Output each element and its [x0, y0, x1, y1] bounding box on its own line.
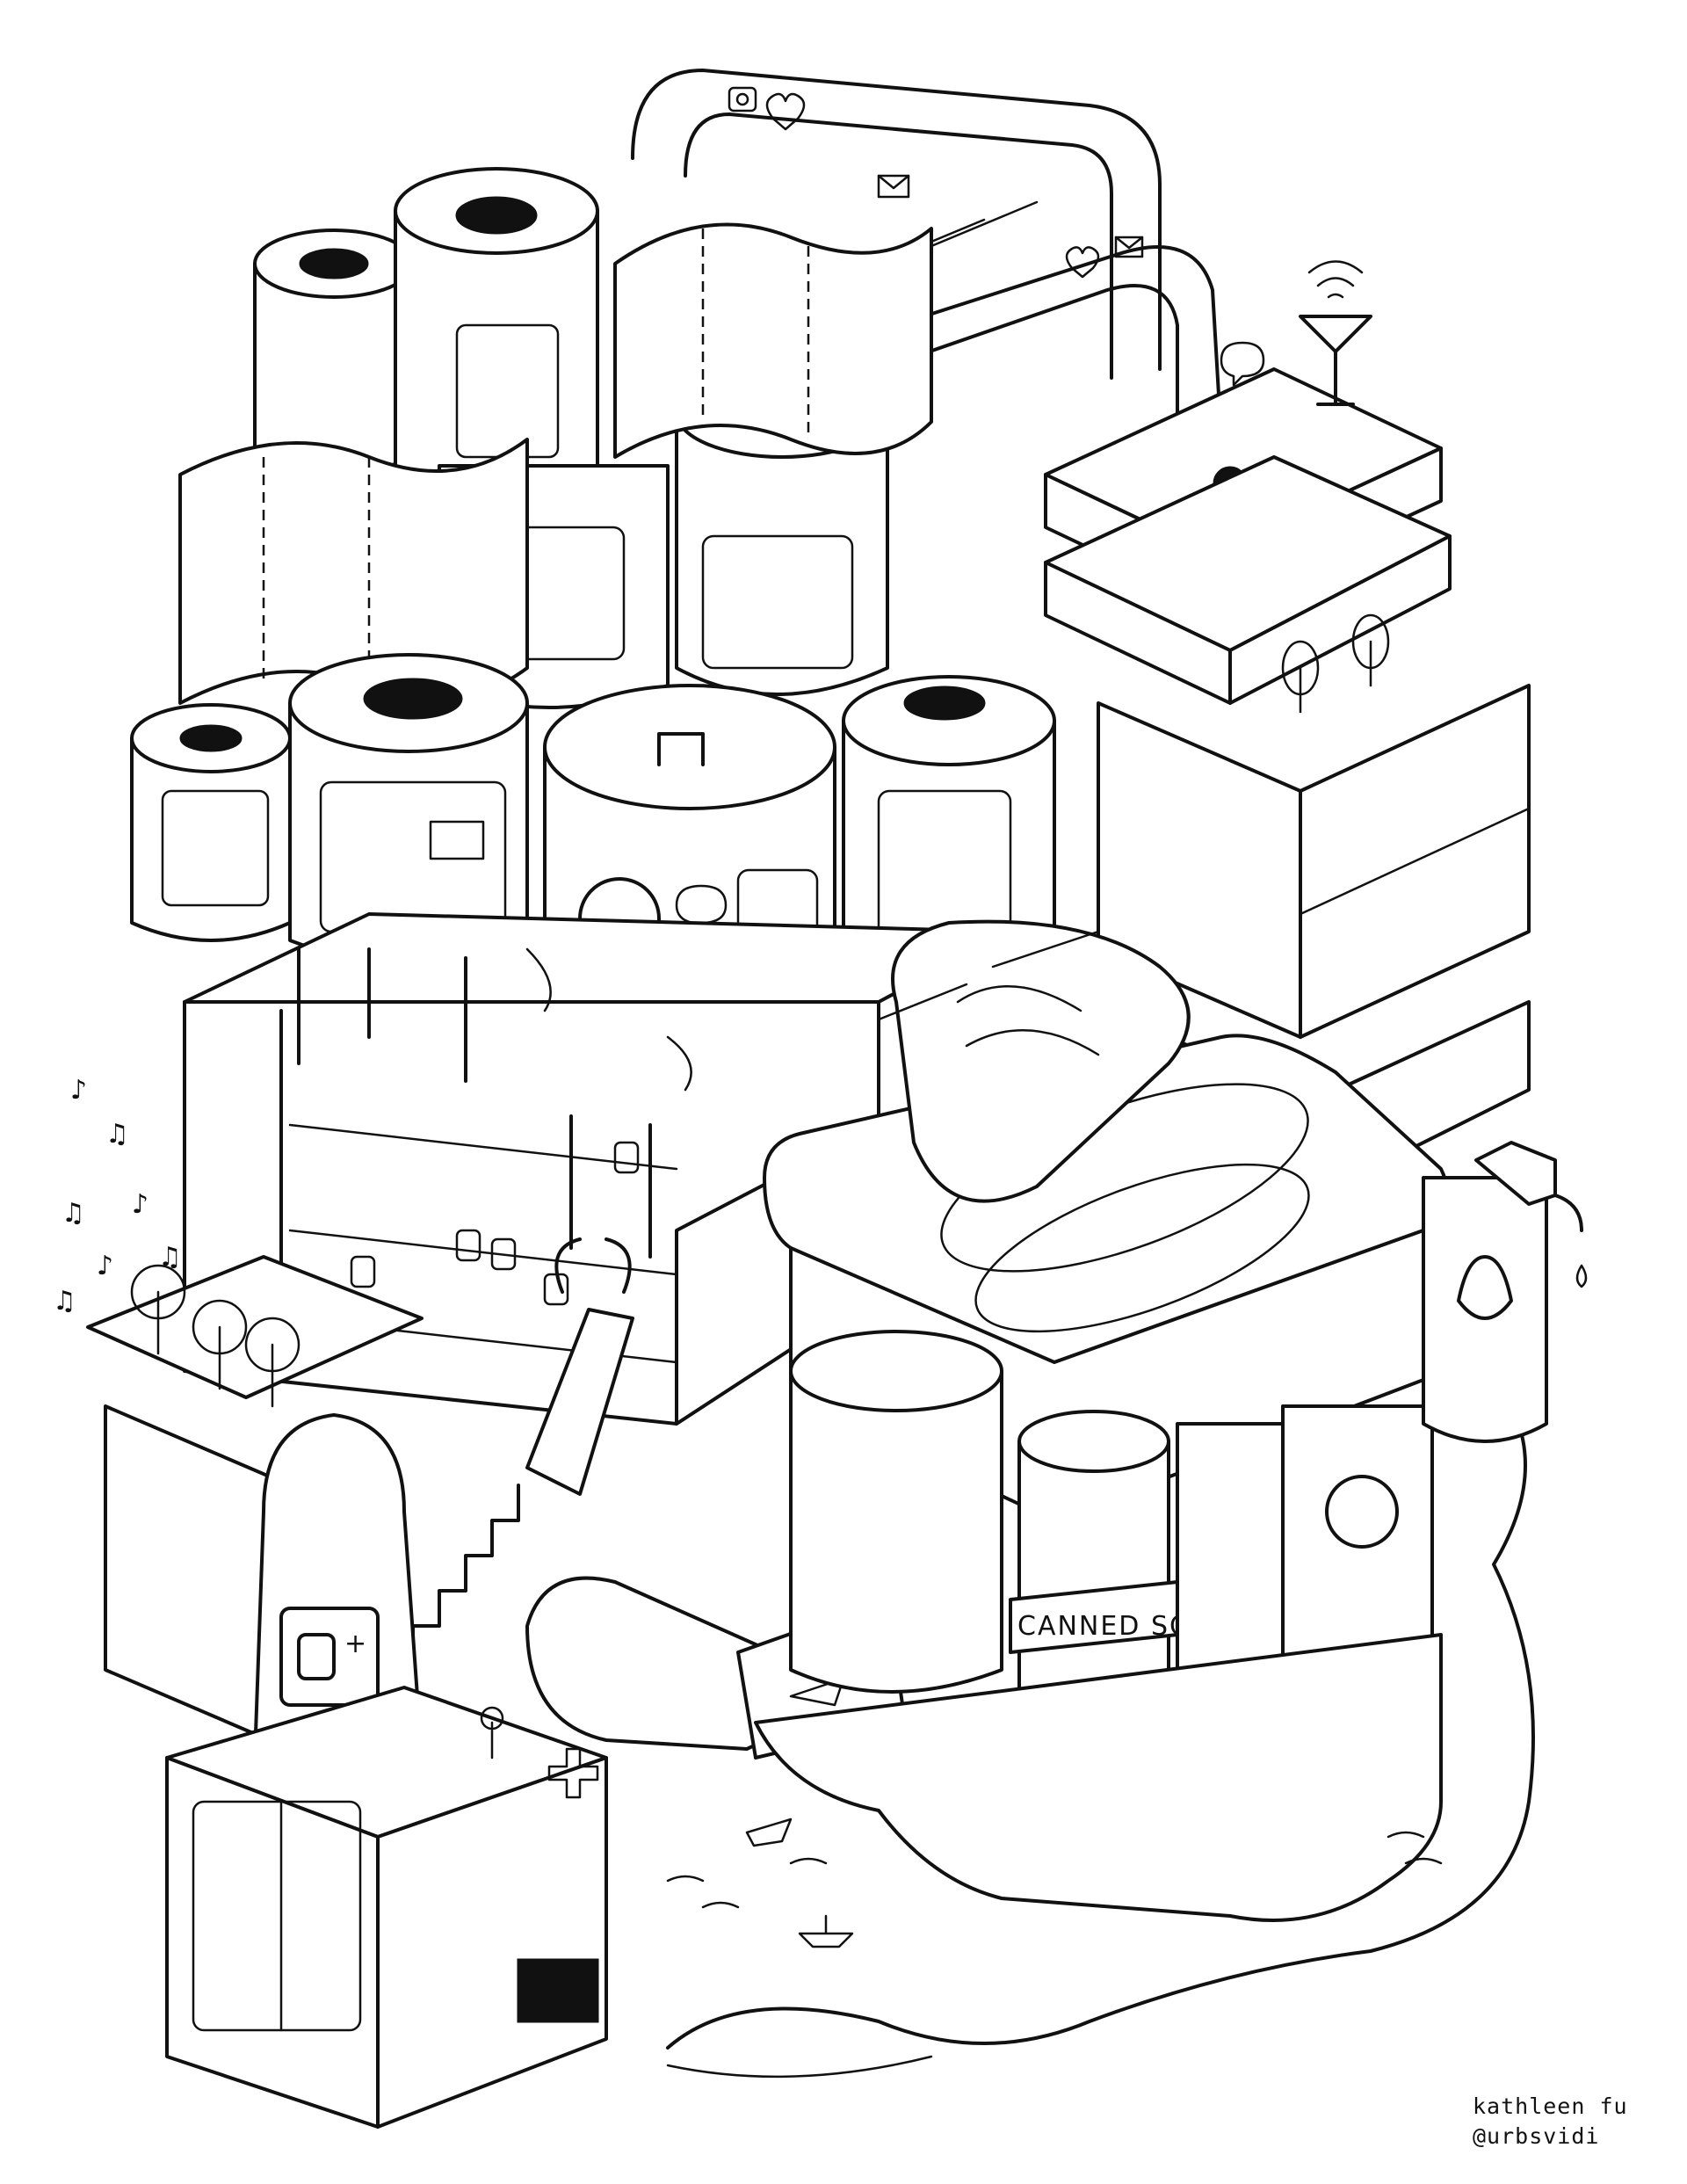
mail-icon — [877, 174, 910, 199]
heart-icon-2 — [1065, 246, 1100, 279]
linework-details — [525, 930, 1100, 1092]
svg-text:♫: ♫ — [62, 1198, 87, 1229]
carrot-label — [789, 1677, 845, 1707]
water-drop — [1575, 1264, 1588, 1288]
svg-text:♪: ♪ — [132, 1189, 150, 1220]
tomato-icon — [1325, 1475, 1399, 1549]
dpad-icon — [547, 1747, 599, 1799]
artist-signature: kathleen fu @urbsvidi — [1473, 2092, 1666, 2151]
tree-icons — [1281, 613, 1390, 714]
svg-text:♪: ♪ — [70, 1075, 89, 1106]
svg-text:♫: ♫ — [53, 1286, 78, 1317]
fish-2 — [974, 1163, 1310, 1333]
svg-text:♫: ♫ — [105, 1119, 131, 1150]
paper-ribbon — [178, 222, 933, 705]
social-media-pipe — [631, 69, 1223, 459]
artist-name: kathleen fu — [1473, 2093, 1628, 2119]
joystick-icon — [480, 1706, 504, 1760]
paper-boat-2 — [745, 1818, 793, 1847]
faucet-cylinder — [1422, 1141, 1588, 1443]
music-notes: ♪ ♫ ♫ ♪ ♪ ♫ ♫ — [53, 1075, 182, 1317]
faucet — [1474, 1141, 1557, 1206]
left-lower-rooms — [86, 1255, 520, 1751]
peeled-lid — [891, 919, 1191, 1203]
chat-bubble-icon — [1220, 341, 1265, 387]
staircase — [411, 1484, 520, 1663]
laptop-icon — [429, 820, 485, 860]
can-plus-label — [279, 1607, 380, 1707]
svg-text:+: + — [344, 1629, 368, 1659]
heart-chat-icon — [675, 884, 728, 935]
heart-icon — [765, 92, 806, 131]
island — [666, 1404, 1535, 2079]
dispenser-machine: + — [165, 1413, 608, 2129]
svg-text:♪: ♪ — [97, 1251, 115, 1281]
cocktail-glass — [1299, 315, 1372, 406]
mail-icon-2 — [1114, 236, 1144, 258]
paper-boat — [798, 1914, 854, 1948]
wifi-icon — [1307, 260, 1364, 299]
sardine-tin — [763, 919, 1449, 1522]
artist-handle: @urbsvidi — [1473, 2123, 1600, 2149]
hand-flame-icon — [1457, 1255, 1513, 1320]
camera-icon — [728, 86, 757, 112]
